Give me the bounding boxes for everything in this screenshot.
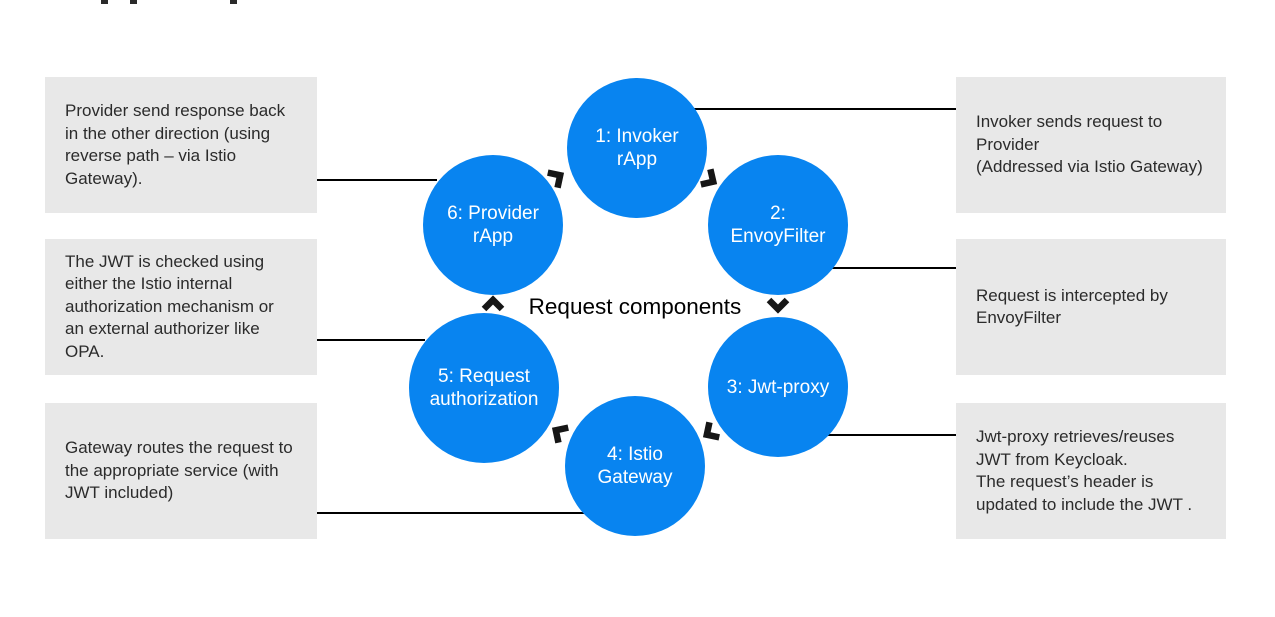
node-istio-gateway: 4: Istio Gateway bbox=[565, 396, 705, 536]
note-request-intercepted: Request is intercepted by EnvoyFilter bbox=[956, 239, 1226, 375]
connector-node2-note5 bbox=[832, 267, 956, 269]
connector-note1-node6 bbox=[317, 179, 437, 181]
note-invoker-sends: Invoker sends request to Provider (Addre… bbox=[956, 77, 1226, 213]
clipped-title-fragment bbox=[230, 0, 237, 4]
clipped-title-fragment bbox=[101, 0, 108, 4]
connector-note2-node5 bbox=[317, 339, 425, 341]
arrow-6-to-1-icon bbox=[538, 160, 574, 196]
note-jwt-checked: The JWT is checked using either the Isti… bbox=[45, 239, 317, 375]
note-provider-response: Provider send response back in the other… bbox=[45, 77, 317, 213]
node-invoker-rapp: 1: Invoker rApp bbox=[567, 78, 707, 218]
node-label: 3: Jwt-proxy bbox=[726, 376, 830, 398]
note-text: Request is intercepted by EnvoyFilter bbox=[976, 285, 1168, 328]
note-gateway-routes: Gateway routes the request to the approp… bbox=[45, 403, 317, 539]
node-label: 1: Invoker rApp bbox=[595, 126, 679, 170]
node-label: 6: Provider rApp bbox=[447, 203, 539, 247]
note-text: Provider send response back in the other… bbox=[65, 101, 286, 188]
note-text: The JWT is checked using either the Isti… bbox=[65, 251, 274, 361]
arrow-4-to-5-icon bbox=[542, 415, 578, 451]
connector-node3-note6 bbox=[827, 434, 956, 436]
node-request-authorization: 5: Request authorization bbox=[409, 313, 559, 463]
node-envoyfilter: 2: EnvoyFilter bbox=[708, 155, 848, 295]
node-label: 2: EnvoyFilter bbox=[730, 203, 826, 247]
arrow-3-to-4-icon bbox=[693, 414, 729, 450]
note-text: Gateway routes the request to the approp… bbox=[65, 438, 293, 503]
node-provider-rapp: 6: Provider rApp bbox=[423, 155, 563, 295]
node-jwt-proxy: 3: Jwt-proxy bbox=[708, 317, 848, 457]
node-label: 5: Request authorization bbox=[429, 366, 539, 410]
arrow-5-to-6-icon bbox=[480, 292, 506, 318]
connector-note3-node4 bbox=[317, 512, 585, 514]
note-text: Jwt-proxy retrieves/reuses JWT from Keyc… bbox=[976, 427, 1193, 514]
arrow-1-to-2-icon bbox=[691, 161, 727, 197]
diagram-title: Request components bbox=[528, 294, 742, 319]
note-jwtproxy-retrieves: Jwt-proxy retrieves/reuses JWT from Keyc… bbox=[956, 403, 1226, 539]
node-label: 4: Istio Gateway bbox=[597, 444, 673, 488]
note-text: Invoker sends request to Provider (Addre… bbox=[976, 112, 1203, 177]
clipped-title-fragment bbox=[130, 0, 137, 4]
arrow-2-to-3-icon bbox=[765, 291, 791, 317]
connector-node1-note4 bbox=[694, 108, 956, 110]
